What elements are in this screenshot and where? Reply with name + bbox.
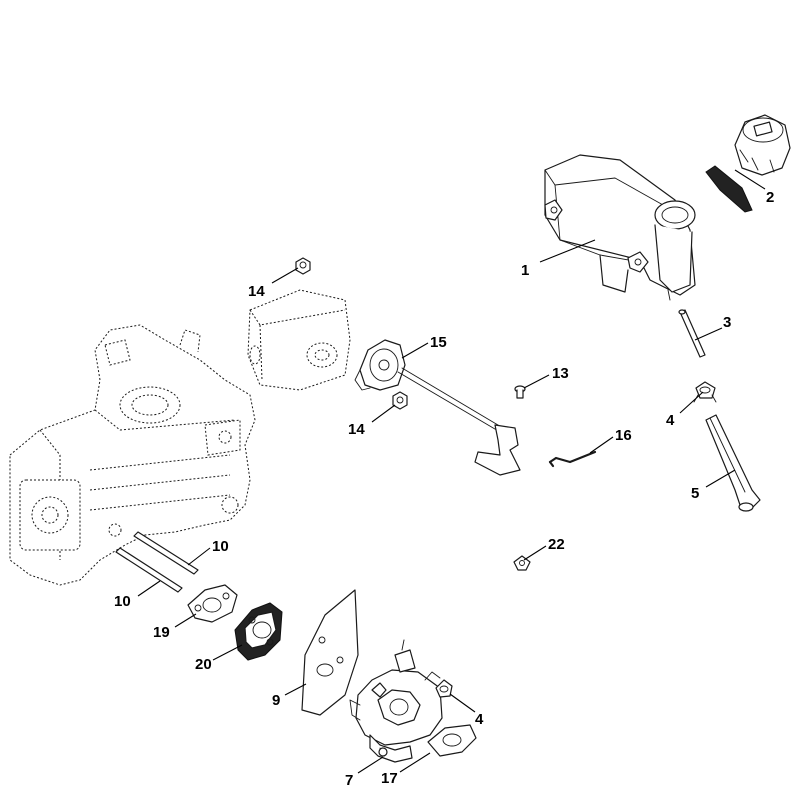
- clamp-part-4-lower: [435, 679, 453, 698]
- callout-labels: 1 2 3 4 4 5 7 9 10 10 13 14 14 15 16 17 …: [114, 189, 774, 789]
- callout-20: 20: [195, 656, 212, 673]
- plate-part-9: [301, 589, 359, 716]
- callout-17: 17: [381, 770, 398, 787]
- callout-19: 19: [153, 624, 170, 641]
- clip-part-22: [513, 555, 531, 571]
- governor-assembly-part-15: [354, 339, 521, 476]
- clamp-part-4-upper: [693, 381, 717, 403]
- leader-lines: [137, 169, 766, 774]
- engine-block-outline: [9, 324, 256, 586]
- link-rod-part-16: [548, 450, 597, 468]
- nut-part-14-upper: [295, 257, 311, 275]
- gasket-part-19: [187, 584, 238, 623]
- fuel-cap: [734, 114, 791, 176]
- callout-9: 9: [272, 692, 280, 709]
- carburetor-part-7: [349, 639, 443, 763]
- callout-3: 3: [723, 314, 731, 331]
- fitting-part-3: [678, 309, 706, 358]
- callout-22: 22: [548, 536, 565, 553]
- muffler-outline: [247, 289, 351, 391]
- callout-7: 7: [345, 772, 353, 789]
- callout-5: 5: [691, 485, 699, 502]
- callout-16: 16: [615, 427, 632, 444]
- stud-part-10-lower: [115, 547, 183, 593]
- screw-part-13: [514, 385, 526, 399]
- gasket-part-17: [427, 724, 477, 757]
- callout-4-upper: 4: [666, 412, 675, 429]
- fuel-tank-part-1: [544, 154, 696, 301]
- callout-10-lower: 10: [114, 593, 131, 610]
- callout-15: 15: [430, 334, 447, 351]
- callout-1: 1: [521, 262, 529, 279]
- callout-14-upper: 14: [248, 283, 265, 300]
- insulator-part-20: [234, 602, 283, 661]
- callout-13: 13: [552, 365, 569, 382]
- callout-2: 2: [766, 189, 774, 206]
- fuel-hose-part-5: [705, 414, 761, 512]
- stud-part-10-upper: [133, 531, 199, 575]
- callout-4-lower: 4: [475, 711, 484, 728]
- gasket-part-2: [705, 165, 753, 213]
- nut-part-14-lower: [392, 391, 408, 410]
- callout-14-lower: 14: [348, 421, 365, 438]
- callout-10-upper: 10: [212, 538, 229, 555]
